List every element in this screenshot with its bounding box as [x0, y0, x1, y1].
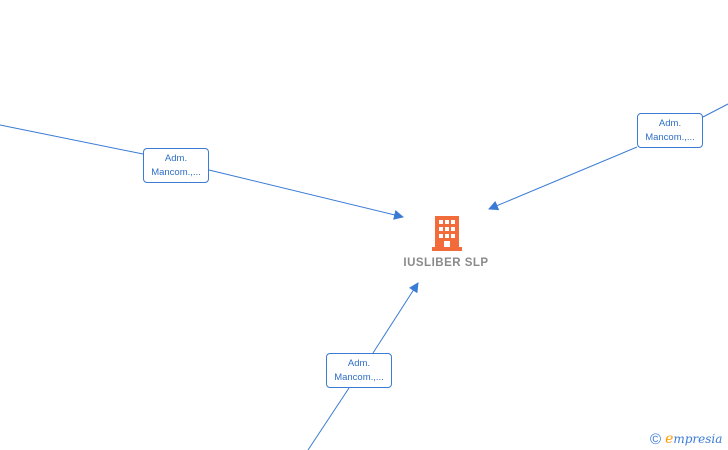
copyright-icon: © [650, 430, 662, 448]
edge-label-left[interactable]: Adm. Mancom.,... [143, 148, 209, 183]
edge-label-line1: Adm. [658, 118, 682, 129]
brand-logo-initial: e [665, 431, 674, 447]
company-name[interactable]: IUSLIBER SLP [403, 257, 489, 269]
edge-label-line1: Adm. [164, 153, 188, 164]
edge-right-arrow [488, 146, 638, 211]
edge-right [702, 103, 728, 118]
edge-left [0, 124, 144, 155]
edge-label-line2: Mancom.,... [151, 167, 201, 178]
edge-label-right[interactable]: Adm. Mancom.,... [637, 113, 703, 148]
building-icon[interactable] [432, 216, 462, 251]
edge-bottom [307, 387, 350, 450]
brand-logo: empresia [665, 431, 722, 447]
edge-label-bottom[interactable]: Adm. Mancom.,... [326, 353, 392, 388]
brand-logo-rest: mpresia [673, 432, 723, 446]
edge-label-line1: Adm. [347, 358, 371, 369]
edge-left-arrow [208, 169, 404, 220]
edge-label-line2: Mancom.,... [645, 132, 695, 143]
brand-watermark: © empresia [650, 430, 722, 448]
edge-label-line2: Mancom.,... [334, 372, 384, 383]
edge-bottom-arrow [372, 282, 419, 354]
